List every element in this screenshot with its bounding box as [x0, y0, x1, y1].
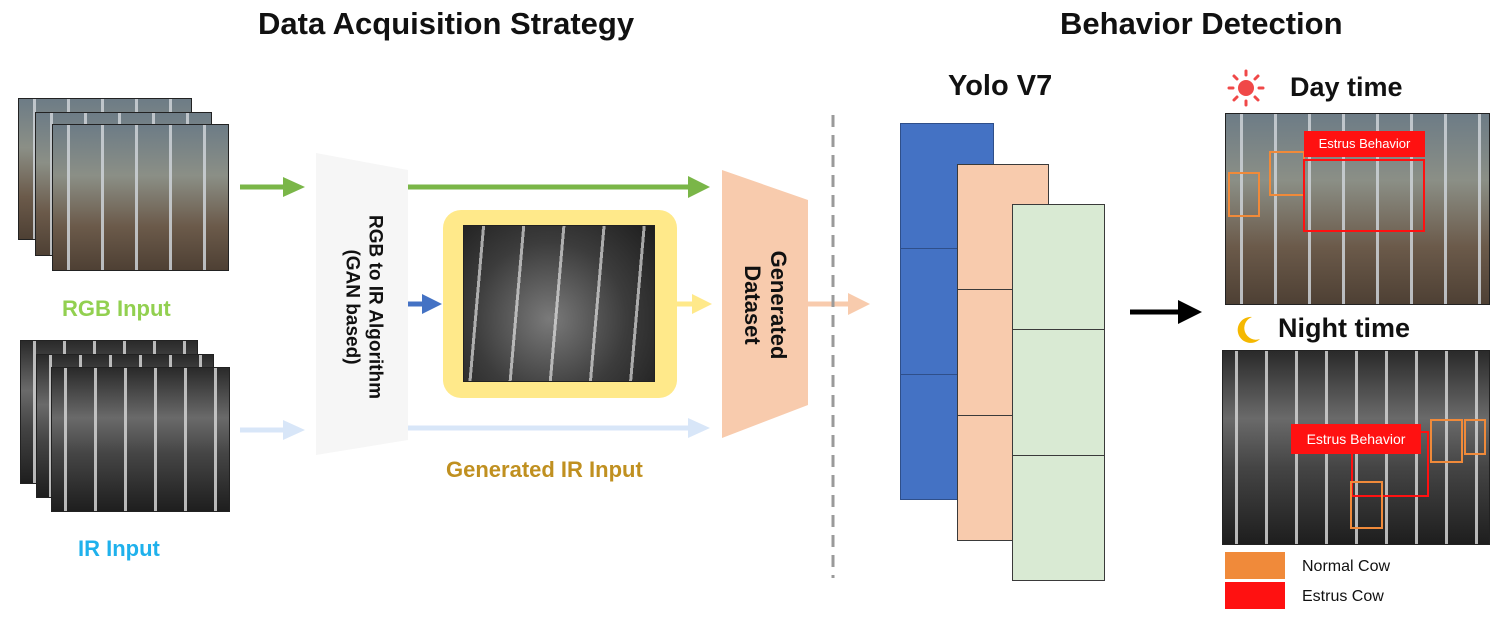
- generated-ir-image: [463, 225, 655, 382]
- acquisition-title: Data Acquisition Strategy: [258, 6, 635, 41]
- dataset-label-line2: Dataset: [740, 265, 765, 345]
- dataset-block: [722, 170, 808, 438]
- ir-to-algorithm-arrowhead: [283, 420, 305, 440]
- algorithm-label-line2: (GAN based): [341, 249, 363, 365]
- night-time-label: Night time: [1278, 313, 1410, 343]
- algorithm-to-generated-arrowhead: [422, 294, 442, 314]
- estrus-badge-night: Estrus Behavior: [1291, 424, 1421, 454]
- dataset-label: Generated Dataset: [739, 230, 791, 380]
- legend-swatch-estrus: [1225, 582, 1285, 609]
- algorithm-label-line1: RGB to IR Algorithm: [364, 215, 386, 399]
- dataset-to-yolo-arrowhead: [848, 293, 870, 315]
- yolo-to-results-arrowhead: [1178, 300, 1202, 324]
- estrus-badge-day: Estrus Behavior: [1304, 131, 1425, 157]
- ir-input-label: IR Input: [78, 536, 160, 561]
- legend-label-estrus: Estrus Cow: [1302, 588, 1384, 605]
- day-time-label: Day time: [1290, 72, 1403, 102]
- moon-icon: [1237, 316, 1260, 343]
- normal-cow-box-day-1: [1228, 172, 1260, 217]
- legend-swatch-normal: [1225, 552, 1285, 579]
- normal-cow-box-night-1: [1430, 419, 1463, 463]
- algorithm-to-dataset-blue-arrowhead: [688, 418, 710, 438]
- estrus-cow-box-day: [1303, 159, 1425, 232]
- normal-cow-box-night-3: [1350, 481, 1383, 529]
- yolo-layer-green: [1012, 204, 1105, 581]
- algorithm-to-dataset-green-arrowhead: [688, 176, 710, 198]
- dataset-label-line1: Generated: [766, 250, 791, 360]
- algorithm-label: RGB to IR Algorithm (GAN based): [339, 195, 387, 420]
- legend-label-normal: Normal Cow: [1302, 558, 1391, 575]
- normal-cow-box-day-2: [1269, 151, 1305, 196]
- generated-ir-label: Generated IR Input: [446, 457, 643, 482]
- sun-icon: [1227, 69, 1265, 107]
- normal-cow-box-night-2: [1464, 419, 1486, 455]
- rgb-input-label: RGB Input: [62, 296, 171, 321]
- night-result-image: Estrus Behavior: [1222, 350, 1490, 545]
- model-name: Yolo V7: [948, 70, 1053, 102]
- rgb-frame-front: [52, 124, 229, 271]
- rgb-to-algorithm-arrowhead: [283, 177, 305, 197]
- generated-to-dataset-arrowhead: [692, 294, 712, 314]
- algorithm-block: [316, 153, 408, 455]
- day-result-image: Estrus Behavior: [1225, 113, 1490, 305]
- ir-frame-front: [51, 367, 230, 512]
- detection-title: Behavior Detection: [1060, 6, 1343, 41]
